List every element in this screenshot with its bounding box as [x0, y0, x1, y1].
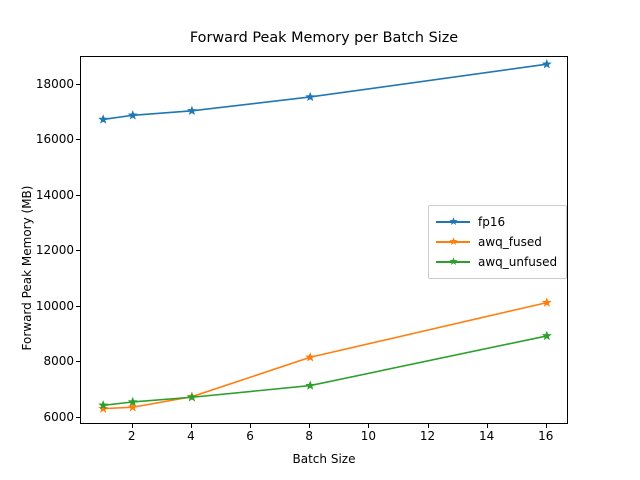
x-tick-mark — [368, 424, 370, 428]
y-tick-mark — [76, 194, 80, 196]
legend-label: awq_unfused — [478, 255, 558, 269]
legend-star-icon — [449, 237, 458, 245]
data-point-marker — [98, 400, 109, 410]
x-tick-mark — [309, 424, 311, 428]
legend-star-icon — [449, 257, 458, 265]
y-tick-mark — [76, 83, 80, 85]
series-awq_unfused — [98, 330, 552, 410]
x-tick-label: 2 — [127, 429, 136, 443]
x-tick-label: 10 — [360, 429, 376, 443]
x-tick-label: 6 — [246, 429, 254, 443]
legend-label: awq_fused — [478, 235, 542, 249]
legend-star-icon — [449, 217, 458, 225]
data-point-marker — [305, 91, 316, 102]
legend-item-awq_unfused[interactable]: awq_unfused — [436, 252, 557, 272]
y-tick-mark — [76, 250, 80, 252]
x-tick-mark — [250, 424, 252, 428]
legend-item-awq_fused[interactable]: awq_fused — [436, 232, 557, 252]
y-tick-mark — [76, 416, 80, 418]
data-point-marker — [98, 114, 109, 124]
legend-swatch-icon — [436, 234, 470, 250]
y-tick-label: 14000 — [35, 187, 74, 202]
y-tick-label: 16000 — [35, 132, 74, 147]
y-tick-mark — [76, 361, 80, 363]
data-point-marker — [541, 59, 552, 69]
series-awq_fused — [98, 297, 552, 413]
x-tick-label: 4 — [187, 429, 195, 443]
data-point-marker — [305, 352, 316, 362]
x-tick-label: 12 — [419, 429, 436, 443]
legend-swatch-icon — [436, 214, 470, 230]
data-point-marker — [186, 392, 197, 402]
y-tick-label: 8000 — [43, 354, 74, 369]
series-fp16 — [98, 59, 552, 124]
y-tick-label: 6000 — [43, 409, 74, 424]
data-point-marker — [127, 396, 138, 407]
x-axis-label: Batch Size — [292, 452, 356, 466]
data-point-marker — [127, 110, 138, 120]
y-axis-label: Forward Peak Memory (MB) — [20, 185, 34, 351]
y-tick-mark — [76, 139, 80, 141]
chart-legend[interactable]: fp16 awq_fused awq_unfused — [428, 205, 568, 279]
data-point-marker — [186, 105, 197, 116]
y-tick-label: 18000 — [35, 76, 74, 91]
x-tick-mark — [486, 424, 488, 428]
series-lines — [98, 59, 552, 413]
chart-title: Forward Peak Memory per Batch Size — [189, 30, 459, 46]
data-point-marker — [541, 330, 552, 341]
series-line — [102, 63, 548, 121]
legend-item-fp16[interactable]: fp16 — [436, 212, 557, 232]
x-tick-label: 16 — [538, 429, 554, 443]
y-tick-label: 12000 — [35, 243, 74, 258]
y-tick-label: 10000 — [35, 298, 74, 313]
x-tick-mark — [427, 424, 429, 428]
x-tick-label: 14 — [479, 429, 495, 443]
y-tick-mark — [76, 305, 80, 307]
series-line — [102, 301, 548, 410]
x-tick-mark — [190, 424, 192, 428]
data-point-marker — [541, 297, 552, 307]
legend-swatch-icon — [436, 254, 470, 270]
legend-label: fp16 — [478, 215, 506, 229]
data-point-marker — [305, 380, 316, 390]
x-tick-label: 8 — [305, 429, 314, 443]
x-tick-mark — [131, 424, 133, 428]
data-point-marker — [127, 402, 138, 412]
x-tick-mark — [545, 424, 547, 428]
data-point-marker — [98, 403, 109, 413]
series-line — [102, 335, 548, 407]
